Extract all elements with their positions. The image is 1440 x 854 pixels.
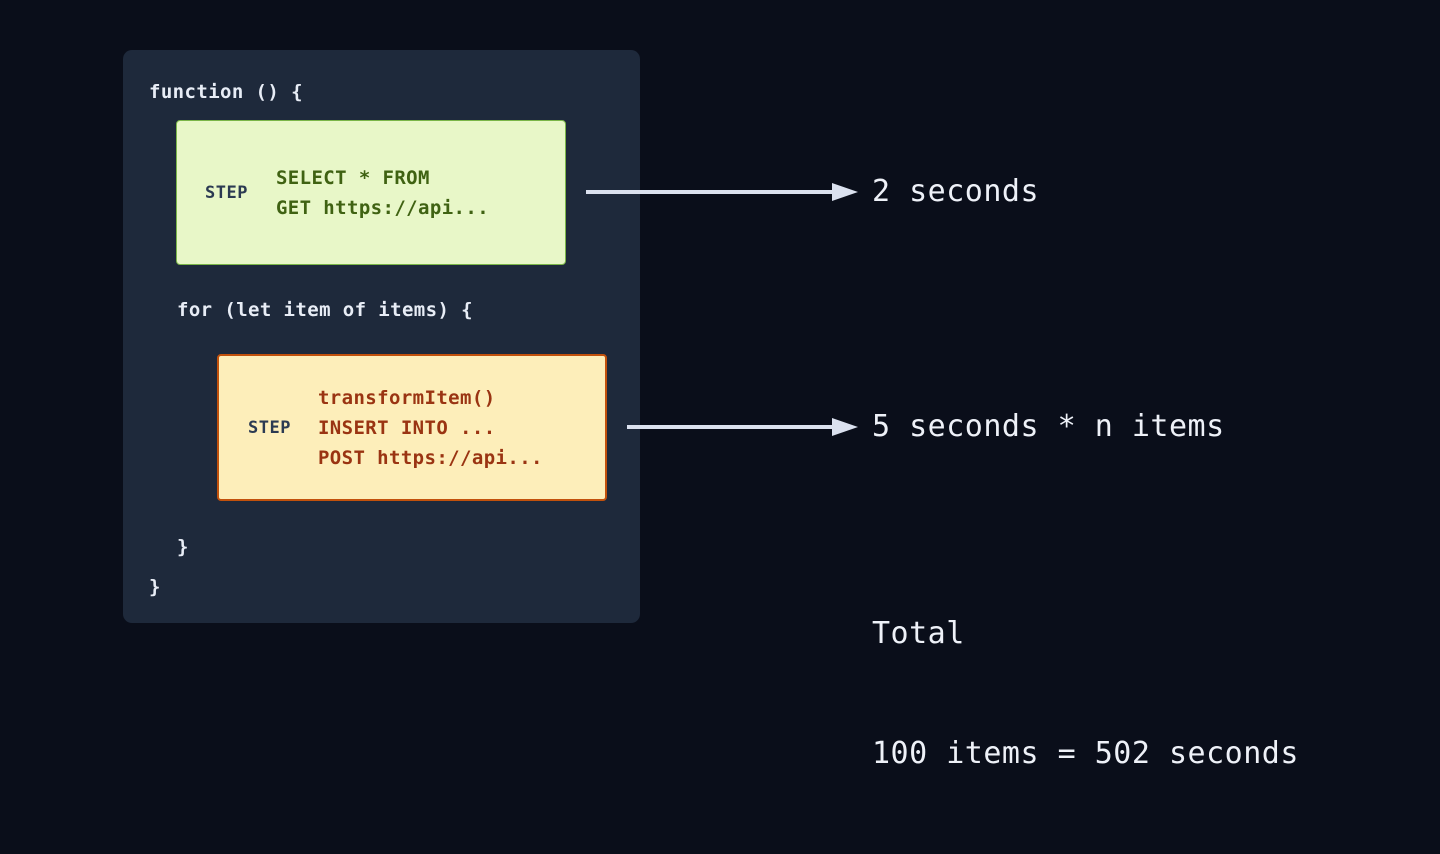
step-2-label: STEP <box>248 417 291 438</box>
step-block-2[interactable]: STEP transformItem() INSERT INTO ... POS… <box>217 354 607 501</box>
code-line-for-open: for (let item of items) { <box>177 299 473 321</box>
step-1-code: SELECT * FROM GET https://api... <box>275 166 490 219</box>
total-summary: Total 100 items = 502 seconds <box>872 534 1299 854</box>
total-value: 100 items = 502 seconds <box>872 736 1299 771</box>
step-block-1[interactable]: STEP SELECT * FROM GET https://api... <box>176 120 566 265</box>
diagram-canvas: function () { STEP SELECT * FROM GET htt… <box>123 50 1298 771</box>
arrow-step-2-to-timing <box>627 418 858 436</box>
code-line-function-close: } <box>149 576 161 598</box>
annotation-step-1-timing: 2 seconds <box>872 174 1040 209</box>
annotation-step-2-timing: 5 seconds * n items <box>872 409 1225 444</box>
code-panel: function () { STEP SELECT * FROM GET htt… <box>123 50 640 623</box>
code-line-function-open: function () { <box>149 81 303 103</box>
code-line-for-close: } <box>177 536 189 558</box>
total-heading: Total <box>872 616 965 651</box>
step-1-label: STEP <box>205 182 248 203</box>
arrow-step-1-to-timing <box>586 183 858 201</box>
step-2-code: transformItem() INSERT INTO ... POST htt… <box>317 386 543 469</box>
